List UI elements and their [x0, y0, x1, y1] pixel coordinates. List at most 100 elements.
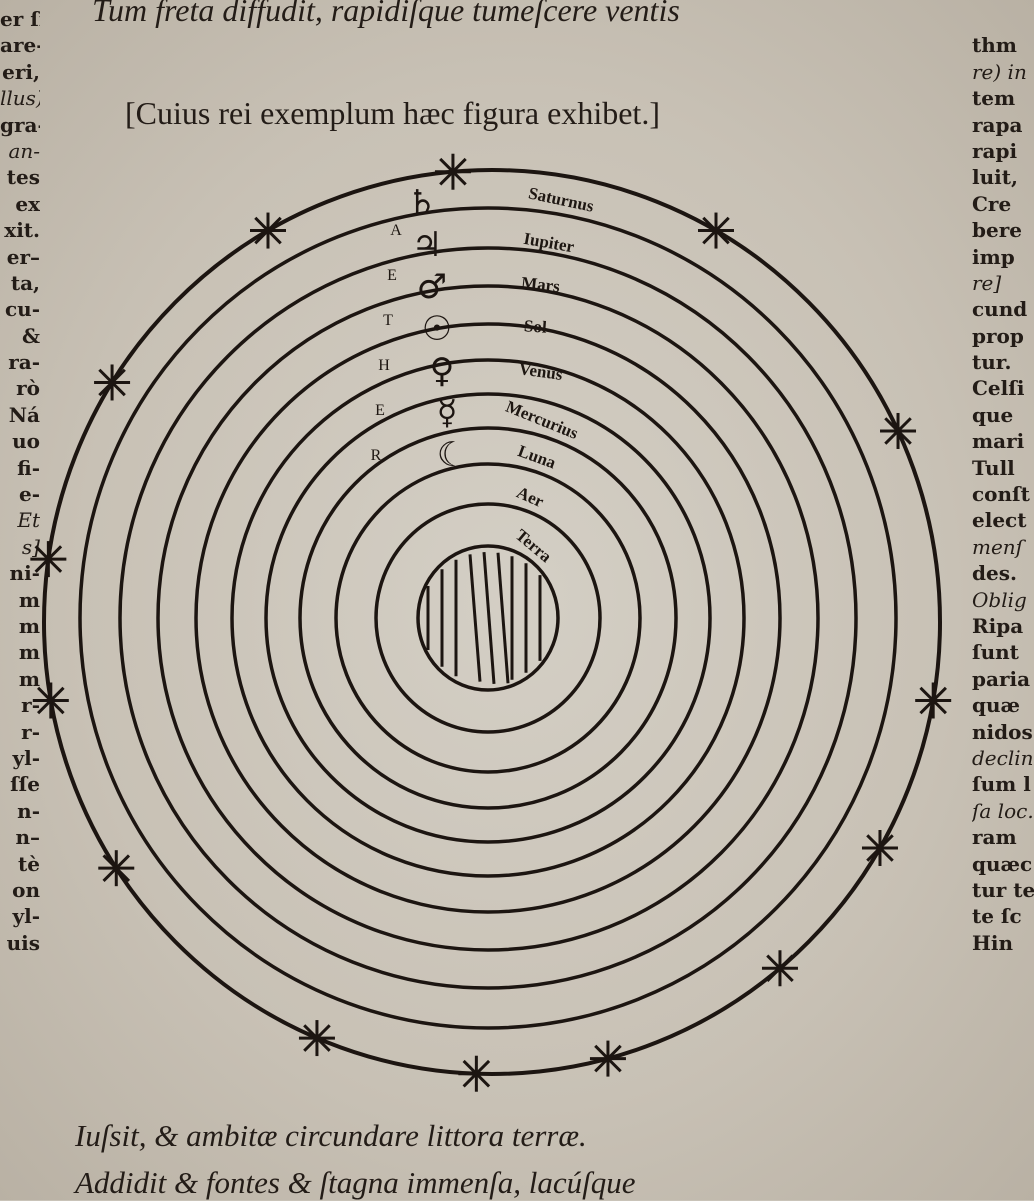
sphere-label-sol: Sol — [523, 316, 547, 337]
left-column-line: ſſe — [10, 772, 40, 797]
sphere-ring — [374, 502, 602, 734]
right-column-line: Oblig — [972, 587, 1027, 612]
right-column-line: re] — [972, 270, 1002, 295]
right-column-line: menſ — [972, 534, 1024, 559]
left-column-line: n- — [17, 798, 40, 823]
left-column-line: eri, — [2, 59, 40, 84]
right-column-line: quæ — [972, 693, 1021, 718]
sphere-ring — [416, 544, 560, 692]
left-column-line: m — [18, 587, 40, 612]
planet-symbol: ☉ — [422, 309, 452, 349]
star-icon — [298, 1020, 335, 1057]
sphere-label-venus: Venus — [518, 359, 564, 384]
right-column-line: mari — [972, 429, 1025, 454]
right-column-line: Ripa — [972, 613, 1024, 638]
sphere-ring — [334, 462, 642, 774]
left-column-line: tes — [6, 165, 40, 190]
left-column-line: & — [21, 323, 40, 348]
left-column-line: are- — [0, 33, 40, 58]
left-column-line: ta, — [10, 270, 40, 295]
right-column-line: te ſc — [972, 904, 1022, 929]
aether-letter: R — [371, 447, 382, 464]
right-column-line: tur te — [972, 877, 1034, 902]
right-column-line: ſum l — [972, 772, 1031, 797]
right-column-line: declin — [972, 745, 1034, 770]
right-column-line: ſa loc. — [972, 798, 1034, 823]
right-column-line: tem — [972, 86, 1016, 111]
left-column-line: s] — [21, 534, 40, 559]
sphere-ring — [264, 392, 712, 844]
right-column-line: bere — [972, 218, 1022, 243]
figure-caption: [Cuius rei exemplum hæc figura exhibet.] — [125, 95, 660, 131]
left-column-line: r- — [21, 719, 40, 744]
right-column-line: imp — [972, 244, 1015, 269]
right-column-line: Celſi — [972, 376, 1025, 401]
right-column-line: quæc — [972, 851, 1033, 876]
left-column-line: er ſi — [0, 7, 40, 31]
sphere-ring — [78, 206, 898, 1030]
right-column-line: nidos — [972, 719, 1033, 744]
sphere-ring — [118, 246, 858, 990]
star-icon — [915, 682, 952, 719]
right-column-line: rapi — [972, 138, 1018, 163]
left-column-line: ni- — [9, 561, 40, 586]
left-column-line: cu- — [4, 297, 40, 322]
sphere-ring — [230, 358, 746, 878]
left-column-line: on — [12, 877, 40, 902]
right-column-line: cund — [972, 297, 1028, 322]
left-column-line: yl- — [12, 745, 40, 770]
left-column-line: rò — [16, 376, 40, 401]
planet-symbol: ♄ — [407, 183, 437, 223]
right-column-line: re) in — [972, 59, 1027, 84]
planet-symbol: ☾ — [437, 435, 467, 475]
left-column-line: m — [18, 666, 40, 691]
right-column-line: ſunt — [972, 640, 1019, 665]
left-column-line: fi- — [17, 455, 40, 480]
left-column-line: uo — [12, 429, 40, 454]
right-column-line: Hin — [972, 930, 1014, 955]
sphere-ring — [156, 284, 820, 952]
aether-letter: E — [387, 267, 397, 284]
star-icon — [698, 212, 734, 249]
right-column-line: prop — [972, 323, 1024, 348]
star-icon — [434, 153, 471, 190]
left-column-line: yl- — [12, 904, 40, 929]
sphere-label-terra: Terra — [512, 525, 556, 566]
planet-symbol: ♀ — [430, 351, 455, 391]
verse-top: Tum freta diffudit, rapidiſque tumeſcere… — [92, 0, 680, 28]
planet-symbol: ☿ — [437, 393, 458, 433]
left-column-line: n– — [15, 825, 40, 850]
right-column-line: tur. — [972, 350, 1012, 375]
planet-symbol: ♂ — [417, 267, 447, 307]
left-column-line: Ná — [8, 402, 40, 427]
sphere-ring — [194, 322, 782, 914]
right-column-line: que — [972, 402, 1014, 427]
aether-letter: E — [375, 402, 385, 419]
left-column-line: er– — [6, 244, 40, 269]
left-column-line: m — [18, 640, 40, 665]
aether-letter: H — [378, 357, 390, 374]
star-icon — [880, 412, 917, 449]
star-icon — [458, 1055, 495, 1092]
star-icon — [250, 212, 286, 249]
left-column-line: e- — [18, 482, 40, 507]
right-column-line: elect — [972, 508, 1027, 533]
left-column-line: an- — [8, 138, 40, 163]
left-column-line: llus) — [0, 86, 40, 111]
left-column-line: m — [18, 613, 40, 638]
left-column-text: er ſiare-eri,llus)gra-an-tesexxit.er–ta,… — [0, 6, 40, 956]
left-column-line: xit. — [4, 218, 40, 243]
right-column-line: luit, — [972, 165, 1018, 190]
sphere-ring — [298, 426, 678, 810]
aether-letter: A — [390, 222, 402, 239]
sphere-ring — [42, 168, 942, 1076]
star-icon — [589, 1040, 626, 1077]
star-icon — [94, 364, 131, 401]
right-column-line: conſt — [972, 482, 1030, 507]
verse-bottom-2: Addidit & fontes & ſtagna immenſa, lacúſ… — [75, 1165, 636, 1200]
verse-bottom-1: Iuſsit, & ambitæ circundare littora terr… — [75, 1118, 587, 1153]
terra-hatching — [426, 552, 542, 684]
right-column-line: paria — [972, 666, 1031, 691]
